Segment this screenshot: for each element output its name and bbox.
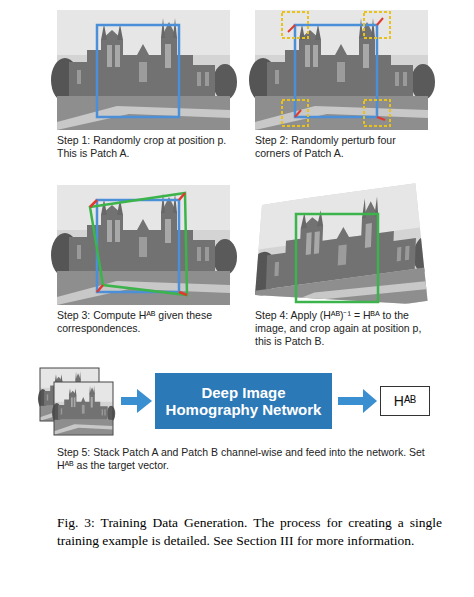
flow-arrow <box>338 389 377 413</box>
photo-step4-warped <box>246 180 441 326</box>
step-caption: Step 2: Randomly perturb four corners of… <box>255 134 427 160</box>
step-caption: Step 4: Apply (Hᴬᴮ)⁻¹ = Hᴮᴬ to the image… <box>255 309 433 348</box>
figure-caption: Fig. 3: Training Data Generation. The pr… <box>57 514 442 549</box>
step-caption: Step 5: Stack Patch A and Patch B channe… <box>57 446 437 472</box>
photo-step2 <box>249 10 435 130</box>
step-caption: Step 3: Compute Hᴬᴮ given these correspo… <box>57 309 229 335</box>
step-caption: Step 1: Randomly crop at position p. Thi… <box>57 134 229 160</box>
output-box: Hᴬᴮ <box>380 386 430 416</box>
patch-b-crop <box>296 214 378 302</box>
photo-step3 <box>51 185 237 305</box>
node-text: Deep Image Homography Network <box>163 384 324 419</box>
photo-step1 <box>51 10 237 130</box>
stacked-patches <box>38 368 115 435</box>
node-text: Hᴬᴮ <box>394 393 416 409</box>
input-arrow <box>121 389 152 413</box>
network-box: Deep Image Homography Network <box>155 373 332 429</box>
